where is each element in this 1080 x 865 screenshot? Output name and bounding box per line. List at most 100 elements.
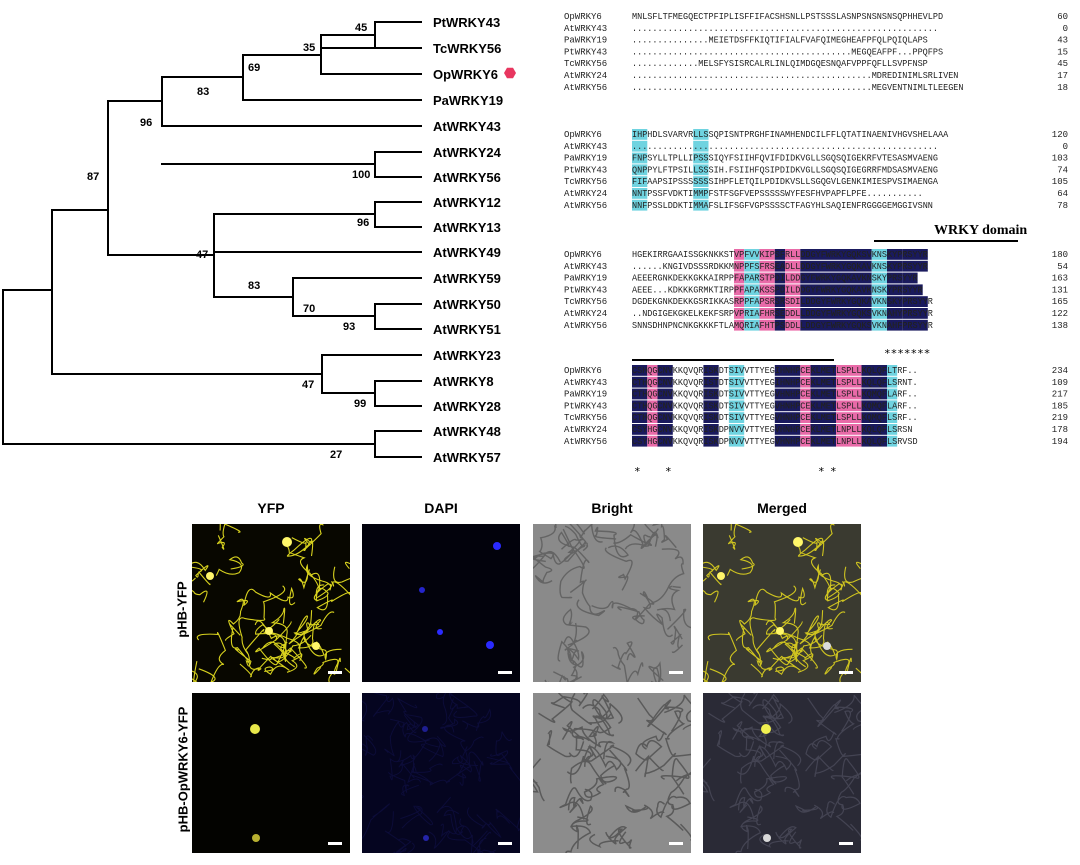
bootstrap-value: 47 [196, 249, 208, 261]
alignment-shade [774, 249, 785, 260]
alignment-sequence-highlight: SR [775, 297, 786, 307]
alignment-shade [902, 260, 928, 272]
alignment-sequence-highlight: VHNHP [775, 425, 801, 435]
alignment-seq-name: AtWRKY24 [564, 71, 607, 81]
alignment-position: 17 [1057, 71, 1068, 81]
alignment-sequence-highlight: KQLQF [862, 425, 888, 435]
bootstrap-value: 45 [355, 22, 367, 34]
scale-bar [669, 842, 683, 845]
alignment-sequence-highlight: KYP [887, 250, 902, 260]
alignment-shade [774, 365, 801, 376]
alignment-shade [632, 152, 648, 164]
bootstrap-value: 47 [302, 379, 314, 391]
alignment-position: 0 [1063, 142, 1068, 152]
alignment-shade [632, 176, 648, 187]
alignment-shade [632, 388, 648, 400]
alignment-seq-name: PaWRKY19 [564, 274, 607, 284]
alignment-sequence-highlight: DD [800, 262, 810, 272]
alignment-sequence-highlight: CNV [658, 425, 674, 435]
alignment-seq-name: OpWRKY6 [564, 250, 602, 260]
alignment-position: 103 [1052, 154, 1068, 164]
alignment-seq-name: AtWRKY56 [564, 83, 607, 93]
alignment-shade [632, 376, 648, 388]
alignment-shade [703, 388, 719, 400]
alignment-shade [693, 140, 709, 152]
alignment-shade [887, 412, 898, 423]
alignment-sequence-highlight: KLMET [811, 437, 837, 447]
phylogenetic-tree: PtWRKY43TcWRKY56OpWRKY6PaWRKY19AtWRKY43A… [2, 15, 516, 465]
alignment-shade [774, 272, 785, 284]
panel-merged-opwrky6 [703, 693, 861, 853]
alignment-sequence-highlight: VHNHP [775, 390, 801, 400]
alignment-shade [871, 296, 887, 307]
alignment-position: 60 [1057, 12, 1068, 22]
alignment-shade [861, 435, 887, 447]
alignment-sequence-highlight: KQLQF [862, 366, 888, 376]
alignment-position: 54 [1057, 262, 1068, 272]
alignment-sequence-highlight: CTH [632, 378, 647, 388]
alignment-position: 138 [1052, 321, 1068, 331]
alignment-sequence: CSYHGCNVKKQVQRISKDPNVVVTTYEGVHNHPCEKLMET… [632, 425, 913, 435]
alignment-shade [744, 272, 760, 284]
alignment-shade [800, 272, 811, 284]
alignment-shade [785, 260, 801, 272]
alignment-sequence-highlight: KLMET [811, 378, 837, 388]
panel-dapi-opwrky6 [362, 693, 520, 853]
alignment-sequence: ........................................… [632, 71, 958, 81]
alignment-shade [744, 296, 760, 307]
alignment-shade [800, 260, 811, 272]
alignment-shade [703, 412, 719, 423]
alignment-shade [744, 308, 760, 319]
alignment-shade [887, 400, 898, 412]
alignment-shade [734, 249, 745, 260]
alignment-sequence-highlight: PRSYY [902, 309, 928, 319]
alignment-shade [836, 376, 862, 388]
bootstrap-value: 70 [303, 303, 315, 315]
tree-leaf-label: OpWRKY6 [433, 67, 498, 82]
alignment-shade [632, 199, 648, 211]
alignment-shade [632, 400, 648, 412]
tree-leaf-label: PtWRKY43 [433, 15, 500, 30]
alignment-shade [759, 284, 775, 296]
zinc-finger-star: * [665, 465, 672, 478]
panel-bright-control [533, 524, 691, 682]
alignment-position: 43 [1057, 36, 1068, 46]
alignment-shade [759, 260, 775, 272]
alignment-sequence-highlight: CNV [658, 401, 674, 411]
alignment-shade [759, 308, 775, 319]
alignment-position: 109 [1052, 378, 1068, 388]
alignment-seq-name: TcWRKY56 [564, 177, 607, 187]
alignment-shade [800, 376, 811, 388]
alignment-sequence-highlight: RSYYR [902, 262, 928, 272]
alignment-sequence-highlight: LD [800, 297, 810, 307]
alignment-shade [902, 272, 918, 284]
alignment-shade [871, 319, 887, 331]
alignment-seq-name: PtWRKY43 [564, 165, 607, 175]
alignment-shade [887, 388, 898, 400]
alignment-shade [632, 140, 648, 152]
alignment-shade [887, 424, 898, 435]
alignment-shade [734, 319, 745, 331]
alignment-shade [703, 400, 719, 412]
alignment-shade [861, 365, 887, 376]
alignment-sequence: .............MELSFYSISRCALRLINLQIMDGQESN… [632, 59, 928, 69]
wrky-domain-label: WRKY domain [934, 223, 1027, 238]
alignment-shade [734, 272, 745, 284]
alignment-sequence: FIFAAPSIPSSSSSSSIHPFLETQILPDIDKVSLLSGQGV… [632, 177, 939, 187]
alignment-shade [810, 249, 872, 260]
alignment-sequence-highlight: CSY [632, 425, 648, 435]
alignment-shade [800, 400, 811, 412]
alignment-sequence-highlight: PRS [887, 274, 902, 284]
alignment-shade [800, 319, 811, 331]
scale-bar [328, 671, 342, 674]
alignment-sequence-highlight: LD [800, 321, 810, 331]
alignment-shade [734, 284, 745, 296]
alignment-position: 74 [1057, 165, 1068, 175]
alignment-sequence-highlight: YFWRKYGQKAVK [811, 285, 873, 295]
alignment-sequence-highlight: KQMQF [862, 401, 888, 411]
alignment-shade [800, 412, 811, 423]
alignment-position: 18 [1057, 83, 1068, 93]
alignment-shade [871, 272, 887, 284]
alignment-seq-name: OpWRKY6 [564, 130, 602, 140]
tree-leaf-label: AtWRKY8 [433, 374, 494, 389]
